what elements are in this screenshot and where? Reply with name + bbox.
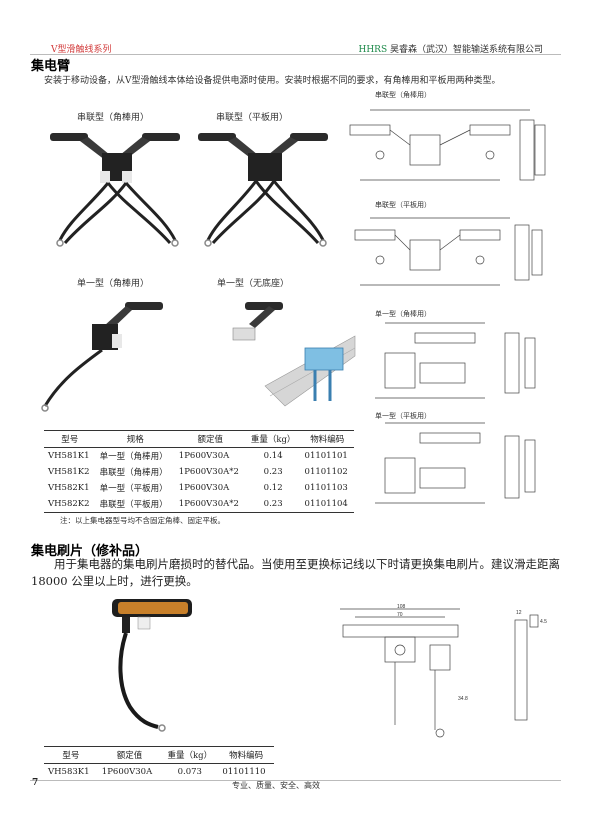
- header-divider: [30, 54, 561, 55]
- table-row: VH581K2 串联型（角棒用） 1P600V30A*2 0.23 011011…: [44, 464, 354, 480]
- collector-series-flat-photo: [198, 133, 328, 247]
- brush-spec-table: 型号 额定值 重量（kg） 物料编码 VH583K1 1P600V30A 0.0…: [44, 746, 274, 781]
- cell-rating: 1P600V30A*2: [174, 496, 246, 513]
- dim-label: 12: [516, 610, 522, 616]
- photo-caption: 串联型（角棒用）: [77, 113, 150, 123]
- company-name: 昊睿森（武汉）智能输送系统有限公司: [389, 45, 543, 55]
- drawing-series-angle: [349, 109, 546, 181]
- cell-model: VH581K1: [48, 451, 90, 461]
- cell-spec: 串联型（平板用）: [95, 496, 175, 513]
- company-header: HHRS 昊睿森（武汉）智能输送系统有限公司: [358, 42, 543, 55]
- drawing-caption: 单一型（平板用）: [375, 412, 431, 420]
- table-header-row: 型号 规格 额定值 重量（kg） 物料编码: [44, 430, 354, 448]
- cell-model: VH582K1: [48, 483, 90, 493]
- section-title-collector-arm: 集电臂: [31, 59, 71, 74]
- brush-photo: [112, 599, 192, 732]
- col-header: 规格: [95, 430, 175, 448]
- table-row: VH582K2 串联型（平板用） 1P600V30A*2 0.23 011011…: [44, 496, 354, 513]
- cell-rating: 1P600V30A: [178, 483, 230, 493]
- collector-single-angle-photo: [41, 302, 163, 412]
- collector-series-angle-photo: [50, 133, 180, 247]
- cell-spec: 单一型（角棒用）: [99, 452, 168, 462]
- cell-code: 01101102: [304, 467, 348, 477]
- col-header: 物料编码: [218, 746, 274, 764]
- cell-model: VH583K1: [44, 763, 98, 781]
- footer-slogan: 专业、质量、安全、高效: [232, 781, 320, 790]
- col-header: 重量（kg）: [245, 430, 301, 448]
- cell-model: VH581K2: [48, 467, 90, 477]
- collector-arm-spec-table: 型号 规格 额定值 重量（kg） 物料编码 VH581K1 单一型（角棒用） 1…: [44, 430, 354, 513]
- drawing-single-flat: [375, 422, 536, 504]
- section-description: 安装于移动设备，从V型滑触线本体给设备提供电源时使用。安装时根据不同的要求，有角…: [44, 76, 501, 86]
- brand-name: HHRS: [358, 45, 388, 55]
- cell-weight: 0.23: [245, 496, 301, 513]
- cell-weight: 0.12: [263, 483, 283, 493]
- collector-single-nobase-photo: [232, 302, 356, 407]
- cell-code: 01101103: [304, 483, 348, 493]
- col-header: 型号: [44, 430, 96, 448]
- drawing-caption: 串联型（角棒用）: [375, 91, 431, 99]
- dim-label: 34.8: [458, 696, 468, 702]
- cell-weight: 0.23: [263, 467, 283, 477]
- drawing-single-angle: [375, 322, 536, 399]
- cell-model: VH582K2: [44, 496, 96, 513]
- page-number: 7: [32, 778, 39, 788]
- dim-label: 70: [397, 612, 403, 618]
- brush-drawing: 108 70 34.8 4.5 12: [340, 604, 547, 738]
- photo-caption: 单一型（角棒用）: [77, 279, 150, 289]
- cell-code: 01101110: [218, 763, 274, 781]
- cell-code: 01101101: [304, 451, 348, 461]
- drawing-caption: 单一型（角棒用）: [375, 310, 431, 318]
- cell-spec: 串联型（角棒用）: [99, 468, 168, 478]
- cell-rating: 1P600V30A: [178, 451, 230, 461]
- cell-rating: 1P600V30A*2: [178, 467, 239, 477]
- table-header-row: 型号 额定值 重量（kg） 物料编码: [44, 746, 274, 764]
- dim-label: 108: [397, 604, 406, 610]
- cell-weight: 0.14: [263, 451, 283, 461]
- col-header: 重量（kg）: [161, 746, 219, 764]
- footer-divider: [30, 780, 561, 781]
- photo-caption: 串联型（平板用）: [216, 113, 289, 123]
- cell-spec: 单一型（平板用）: [99, 484, 168, 494]
- table-row: VH582K1 单一型（平板用） 1P600V30A 0.12 01101103: [44, 480, 354, 496]
- col-header: 额定值: [174, 430, 246, 448]
- section-title-brush: 集电刷片（修补品）: [31, 544, 149, 559]
- table-row: VH583K1 1P600V30A 0.073 01101110: [44, 763, 274, 781]
- series-title: V型滑触线系列: [51, 45, 112, 55]
- dim-label: 4.5: [540, 619, 547, 625]
- col-header: 型号: [44, 746, 98, 764]
- col-header: 额定值: [97, 746, 162, 764]
- table-note: 注：以上集电器型号均不含固定角棒、固定平板。: [60, 516, 225, 525]
- table-row: VH581K1 单一型（角棒用） 1P600V30A 0.14 01101101: [44, 448, 354, 465]
- photo-caption: 单一型（无底座）: [217, 279, 290, 289]
- section-description: 用于集电器的集电刷片磨损时的替代品。当使用至更换标记线以下时请更换集电刷片。建议…: [31, 557, 560, 588]
- cell-rating: 1P600V30A: [97, 763, 162, 781]
- col-header: 物料编码: [300, 430, 354, 448]
- cell-weight: 0.073: [161, 763, 219, 781]
- drawing-series-flat: [354, 217, 543, 286]
- drawing-caption: 串联型（平板用）: [375, 201, 431, 209]
- cell-code: 01101104: [300, 496, 354, 513]
